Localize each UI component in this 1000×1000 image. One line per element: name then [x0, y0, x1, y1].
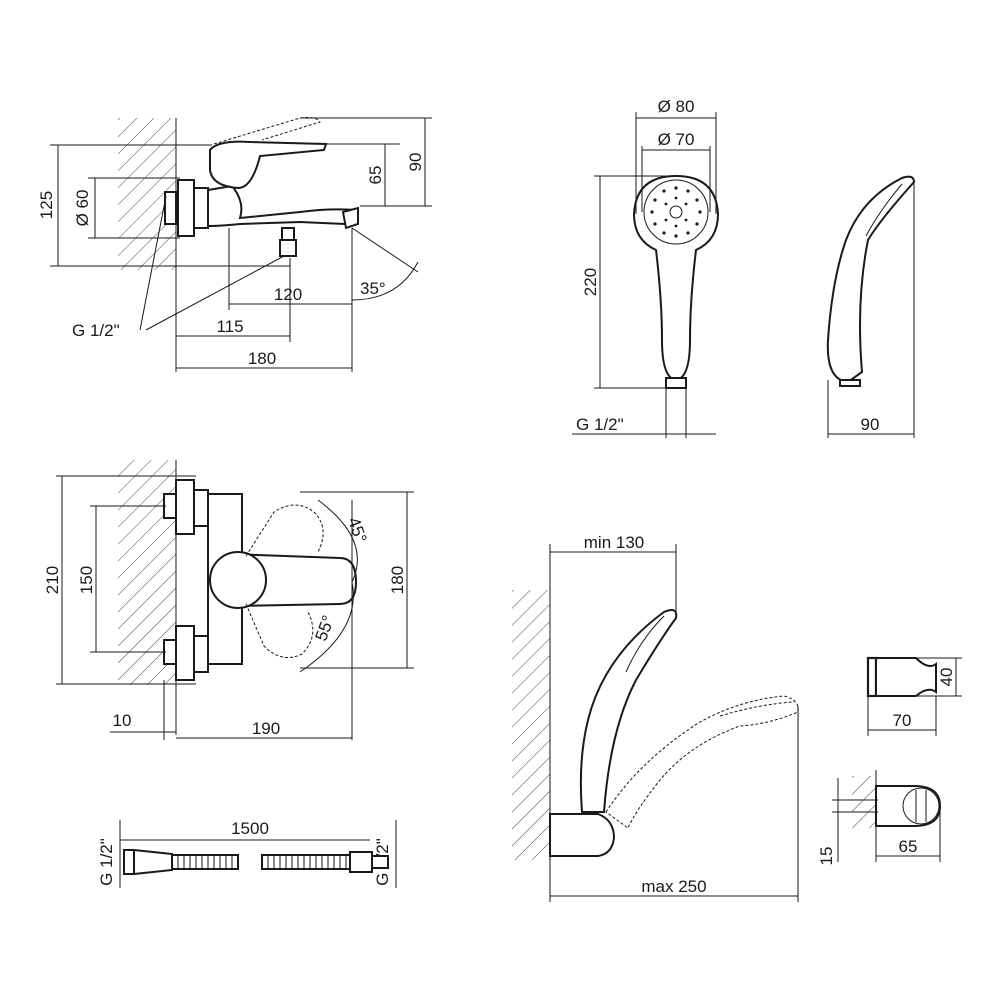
dim-diameter-70: Ø 70 — [658, 130, 695, 149]
handset-installed — [579, 609, 678, 813]
dim-angle-55: 55° — [312, 613, 339, 644]
dim-115: 115 — [216, 317, 243, 336]
dim-angle-45: 45° — [344, 515, 371, 546]
holder-top-view — [875, 657, 937, 697]
wall-holder — [549, 813, 616, 857]
holder-installation-view: min 130 max 250 — [512, 533, 799, 902]
dim-150: 150 — [77, 566, 96, 594]
dim-holder-40: 40 — [937, 668, 956, 687]
dim-210: 210 — [43, 566, 62, 594]
dim-180: 180 — [248, 349, 276, 368]
dim-190: 190 — [252, 719, 280, 738]
shower-head-views: Ø 80 Ø 70 220 G 1/2" 90 — [572, 97, 916, 438]
wall-hatch-holder-small — [852, 776, 876, 828]
dim-diameter-80: Ø 80 — [658, 97, 695, 116]
dim-max-250: max 250 — [641, 877, 706, 896]
holder-front-view — [875, 785, 942, 827]
dim-holder-15: 15 — [817, 847, 836, 866]
dim-65: 65 — [366, 166, 385, 185]
mixer-front-view: 45° 55° 210 150 180 10 190 — [43, 460, 414, 740]
shower-head-side — [826, 175, 916, 384]
dim-angle-35: 35° — [360, 279, 386, 298]
dim-holder-65: 65 — [899, 837, 918, 856]
wall-hatch-holder — [512, 590, 550, 860]
hose-thread-left: G 1/2" — [97, 838, 116, 886]
dim-125: 125 — [37, 191, 56, 219]
mixer-side-view: 125 Ø 60 90 65 35° 120 115 180 G 1/2" — [37, 117, 432, 372]
dim-120: 120 — [274, 285, 302, 304]
hose-segment-left — [171, 854, 239, 870]
hose-segment-right — [261, 854, 351, 870]
thread-label: G 1/2" — [72, 321, 120, 340]
shower-head-front — [632, 174, 720, 382]
mixer-lever — [209, 140, 328, 190]
dim-diameter-60: Ø 60 — [73, 190, 92, 227]
dim-1500: 1500 — [231, 819, 269, 838]
dim-min-130: min 130 — [584, 533, 644, 552]
mixer-body — [207, 184, 359, 228]
dim-220: 220 — [581, 268, 600, 296]
shower-thread-label: G 1/2" — [576, 415, 624, 434]
holder-part-views: 40 70 15 65 — [817, 656, 962, 866]
dim-10: 10 — [113, 711, 132, 730]
dim-180-right: 180 — [388, 566, 407, 594]
dim-holder-70: 70 — [893, 711, 912, 730]
dim-90: 90 — [406, 153, 425, 172]
spray-center-icon — [669, 205, 683, 219]
dim-depth-90: 90 — [861, 415, 880, 434]
hose-view: 1500 G 1/2" G 1/2" — [97, 819, 397, 888]
spray-nozzles — [650, 186, 702, 238]
